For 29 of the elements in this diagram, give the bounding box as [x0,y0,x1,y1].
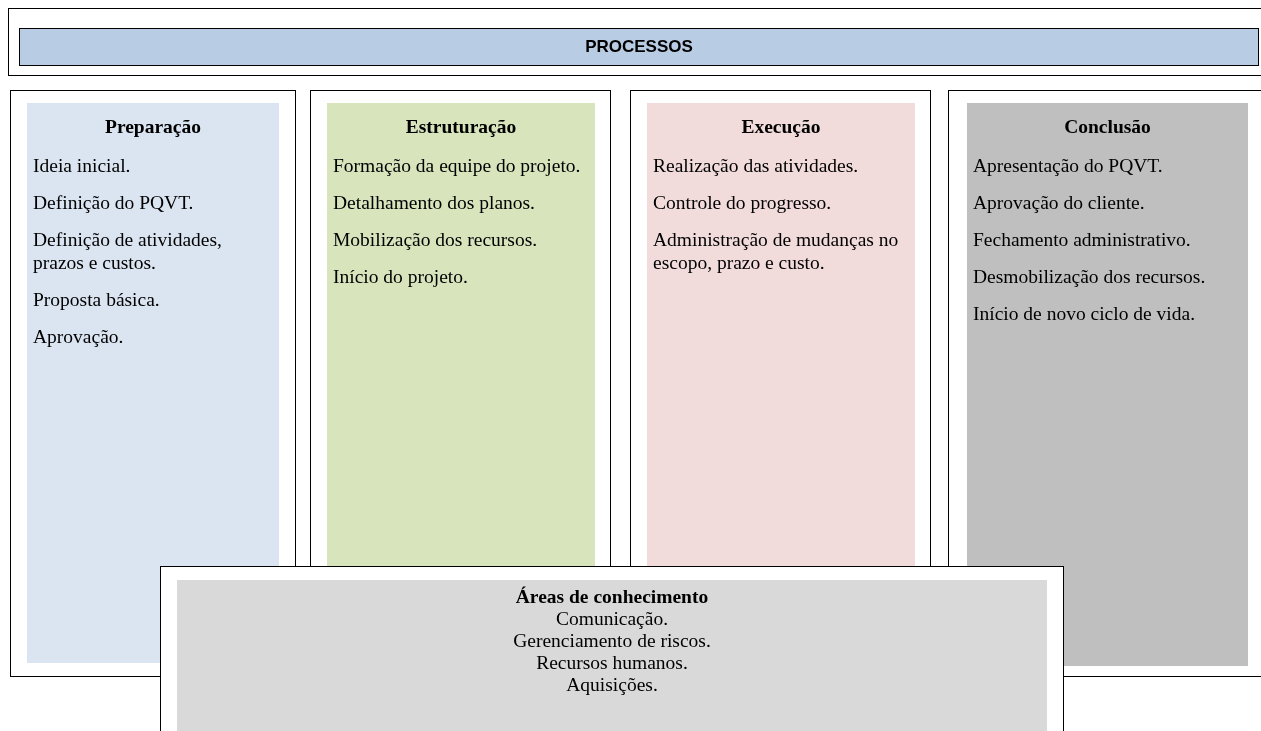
panel-heading: Estruturação [404,115,518,138]
list-item: Início de novo ciclo de vida. [973,302,1196,325]
list-item: Mobilização dos recursos. [333,228,539,251]
list-item: Formação da equipe do projeto. [333,154,582,177]
list-item: Definição do PQVT. [33,191,195,214]
header-band [8,8,1261,76]
panel-heading: Conclusão [1063,115,1152,138]
list-item: Proposta básica. [33,288,161,311]
list-item: Recursos humanos. [535,652,689,674]
panel-heading: Execução [740,115,822,138]
list-item: Realização das atividades. [653,154,860,177]
column-panel [10,90,296,677]
list-item: Aquisições. [565,674,659,696]
list-item: Comunicação. [554,608,670,630]
list-item: Desmobilização dos recursos. [973,265,1207,288]
list-item: Apresentação do PQVT. [973,154,1164,177]
list-item: Início do projeto. [333,265,469,288]
list-item: Definição de atividades, prazos e custos. [33,228,223,274]
list-item: Gerenciamento de riscos. [512,630,712,652]
list-item: Administração de mudanças no escopo, prazo e custo. [653,228,900,274]
list-item: Fechamento administrativo. [973,228,1192,251]
panel-heading: Áreas de conhecimento [514,586,710,608]
list-item: Aprovação do cliente. [973,191,1146,214]
list-item: Detalhamento dos planos. [333,191,536,214]
panel-heading: Preparação [104,115,202,138]
list-item: Controle do progresso. [653,191,833,214]
list-item: Aprovação. [33,325,125,348]
list-item: Ideia inicial. [33,154,132,177]
header-title: PROCESSOS [585,37,693,57]
